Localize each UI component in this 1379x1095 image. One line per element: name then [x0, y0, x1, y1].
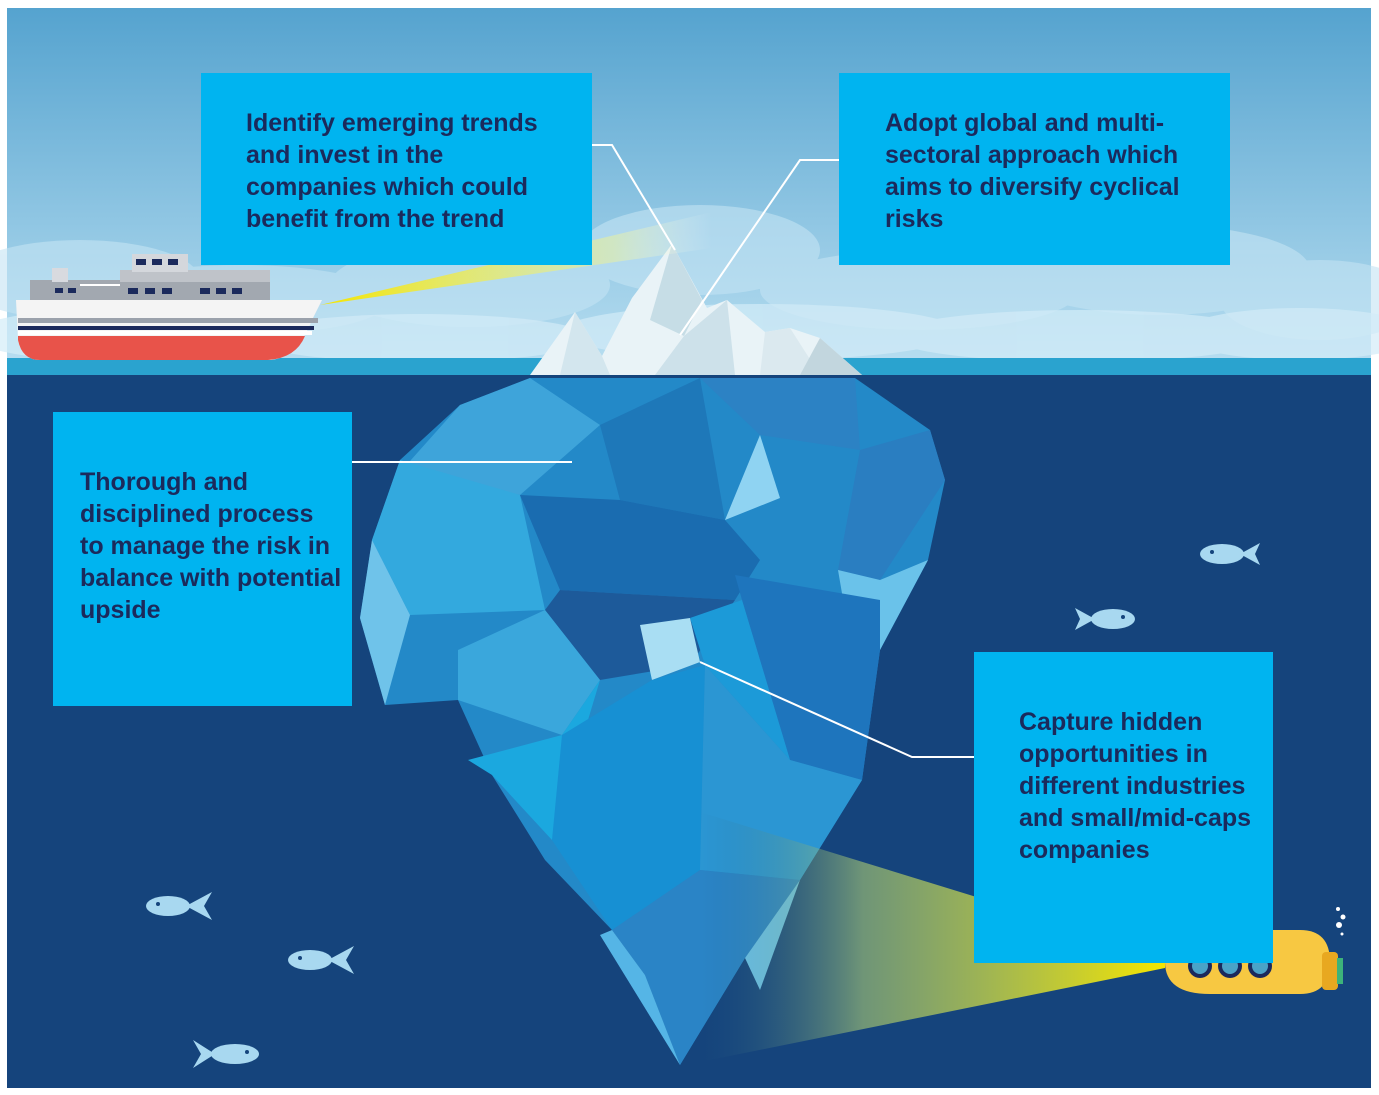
callout-disciplined-process-text: Thorough and disciplined process to mana…	[80, 468, 342, 624]
callout-global-approach: Adopt global and multi-sectoral approach…	[839, 73, 1230, 265]
callout-hidden-opportunities: Capture hidden opportunities in differen…	[974, 652, 1273, 963]
callout-identify-trends-text: Identify emerging trends and invest in t…	[246, 109, 538, 233]
bubbles-icon	[1336, 907, 1346, 936]
submarine-light-beam	[700, 812, 1165, 1062]
callout-hidden-opportunities-text: Capture hidden opportunities in differen…	[1019, 708, 1252, 864]
connector-lines	[352, 144, 974, 758]
fish-icon	[146, 543, 1260, 1068]
callout-identify-trends: Identify emerging trends and invest in t…	[201, 73, 592, 265]
iceberg-underwater	[360, 378, 945, 1065]
ship-icon	[16, 254, 322, 360]
iceberg-tip	[530, 244, 862, 375]
callout-disciplined-process: Thorough and disciplined process to mana…	[53, 412, 352, 706]
callout-global-approach-text: Adopt global and multi-sectoral approach…	[885, 109, 1180, 233]
